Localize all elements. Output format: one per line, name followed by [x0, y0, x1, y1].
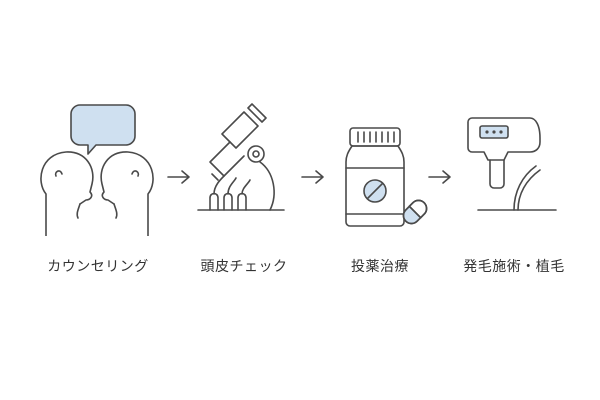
arrow-right-icon	[301, 170, 324, 184]
hair-treatment-device-icon	[467, 117, 557, 211]
step-label: 発毛施術・植毛	[463, 259, 565, 275]
counseling-icon	[40, 104, 154, 236]
step-medication: 投薬治療	[310, 96, 450, 286]
step-label: カウンセリング	[47, 259, 149, 275]
medicine-bottle-icon	[345, 127, 428, 227]
step-label: 頭皮チェック	[200, 259, 288, 275]
step-hair-treatment: 発毛施術・植毛	[444, 96, 584, 286]
step-scalp-check: 頭皮チェック	[174, 96, 314, 286]
arrow-right-icon	[428, 170, 451, 184]
step-counseling: カウンセリング	[28, 96, 168, 286]
microscope-scalp-icon	[197, 103, 285, 211]
step-label: 投薬治療	[351, 259, 409, 275]
arrow-right-icon	[167, 170, 190, 184]
